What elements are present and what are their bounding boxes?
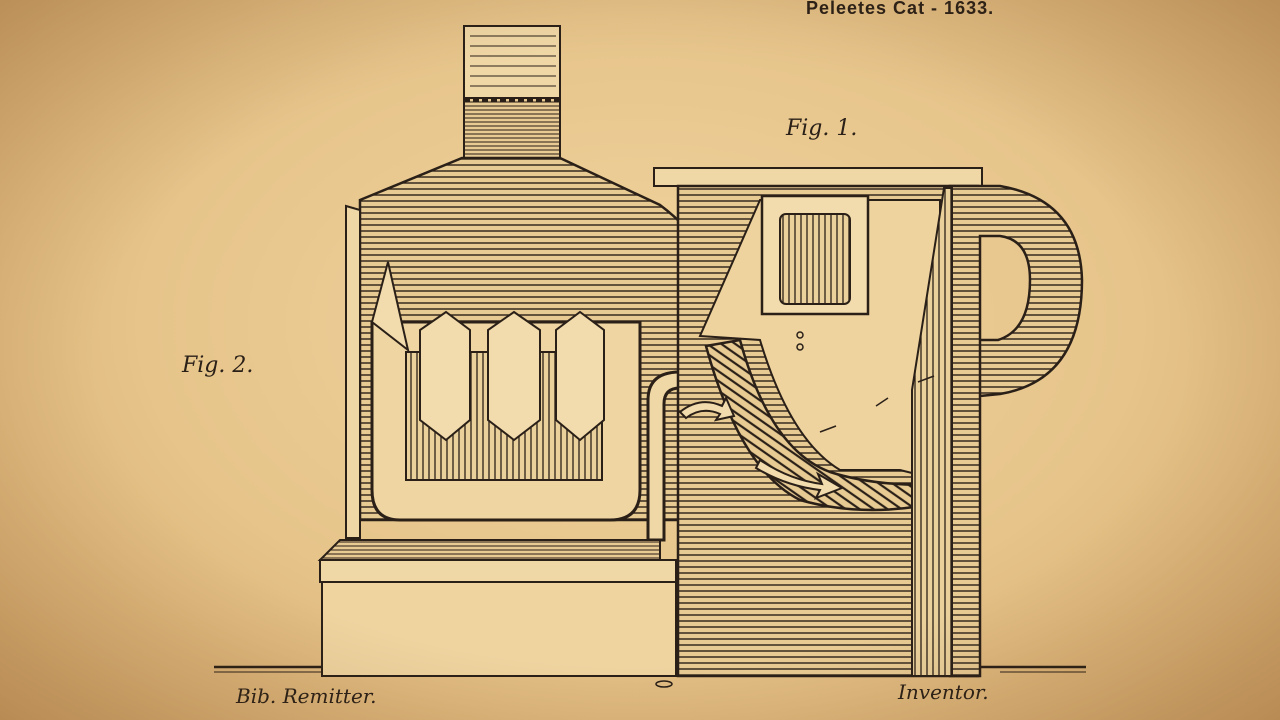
tank-handle xyxy=(948,184,1084,678)
flow-arrow xyxy=(754,458,845,500)
patent-title: Peleetes Cat - 1633. xyxy=(806,0,995,18)
side-plate xyxy=(345,204,361,539)
heating-element xyxy=(405,310,605,481)
signature-right: Inventor. xyxy=(898,680,989,704)
signature-left: Bib. Remitter. xyxy=(236,684,377,708)
firebox-base xyxy=(319,559,677,583)
tank-lid xyxy=(653,167,983,187)
figure-2-label: Fig. 2. xyxy=(182,353,254,378)
figure-1-label: Fig. 1. xyxy=(786,116,858,141)
